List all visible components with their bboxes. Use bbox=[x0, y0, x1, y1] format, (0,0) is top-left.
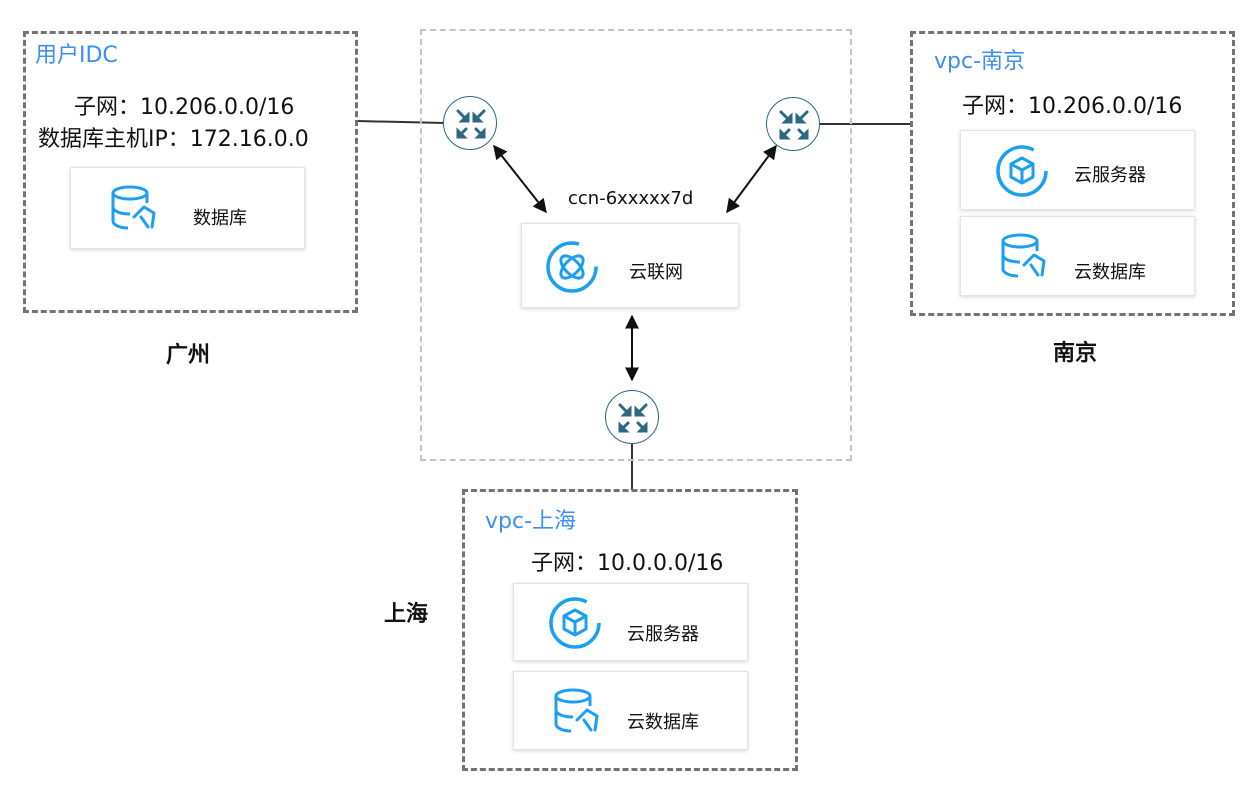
shanghai-database-card[interactable]: 云数据库 bbox=[513, 671, 748, 750]
nanjing-database-card[interactable]: 云数据库 bbox=[960, 216, 1195, 296]
router-icon[interactable] bbox=[443, 96, 497, 150]
shanghai-box-title: vpc-上海 bbox=[485, 509, 577, 534]
ccn-card[interactable]: 云联网 bbox=[521, 223, 739, 308]
cvm-icon bbox=[994, 143, 1050, 203]
card-label: 云数据库 bbox=[1074, 262, 1146, 283]
nanjing-subnet: 子网：10.206.0.0/16 bbox=[962, 94, 1183, 119]
router-icon[interactable] bbox=[766, 97, 820, 151]
shanghai-region-label: 上海 bbox=[384, 602, 429, 627]
cvm-icon bbox=[547, 595, 603, 655]
card-label: 云服务器 bbox=[1074, 165, 1146, 186]
database-icon bbox=[108, 181, 162, 239]
card-label: 云联网 bbox=[629, 262, 683, 283]
guangzhou-link-line bbox=[356, 120, 446, 124]
shanghai-vpc-box bbox=[462, 489, 798, 771]
arrow-right-router-to-ccn bbox=[726, 144, 777, 214]
card-label: 云数据库 bbox=[627, 712, 699, 733]
guangzhou-db-host-ip: 数据库主机IP：172.16.0.0 bbox=[38, 127, 309, 152]
database-icon bbox=[551, 684, 605, 742]
card-label: 数据库 bbox=[193, 208, 247, 229]
nanjing-vpc-box bbox=[910, 31, 1235, 316]
nanjing-box-title: vpc-南京 bbox=[934, 49, 1026, 74]
shanghai-subnet: 子网：10.0.0.0/16 bbox=[531, 551, 724, 576]
guangzhou-region-label: 广州 bbox=[166, 343, 211, 368]
guangzhou-box-title: 用户IDC bbox=[35, 43, 118, 68]
guangzhou-idc-box bbox=[23, 31, 358, 313]
database-icon bbox=[998, 229, 1052, 287]
nanjing-cvm-card[interactable]: 云服务器 bbox=[960, 130, 1195, 210]
ccn-id-label: ccn-6xxxxx7d bbox=[568, 188, 694, 209]
router-icon[interactable] bbox=[605, 390, 659, 444]
arrow-left-router-to-ccn bbox=[493, 144, 547, 214]
ccn-icon bbox=[544, 239, 600, 299]
card-label: 云服务器 bbox=[627, 624, 699, 645]
guangzhou-subnet: 子网：10.206.0.0/16 bbox=[74, 95, 295, 120]
ccn-region-box bbox=[420, 29, 852, 461]
nanjing-region-label: 南京 bbox=[1053, 341, 1098, 366]
guangzhou-database-card[interactable]: 数据库 bbox=[70, 167, 305, 249]
shanghai-cvm-card[interactable]: 云服务器 bbox=[513, 583, 748, 661]
